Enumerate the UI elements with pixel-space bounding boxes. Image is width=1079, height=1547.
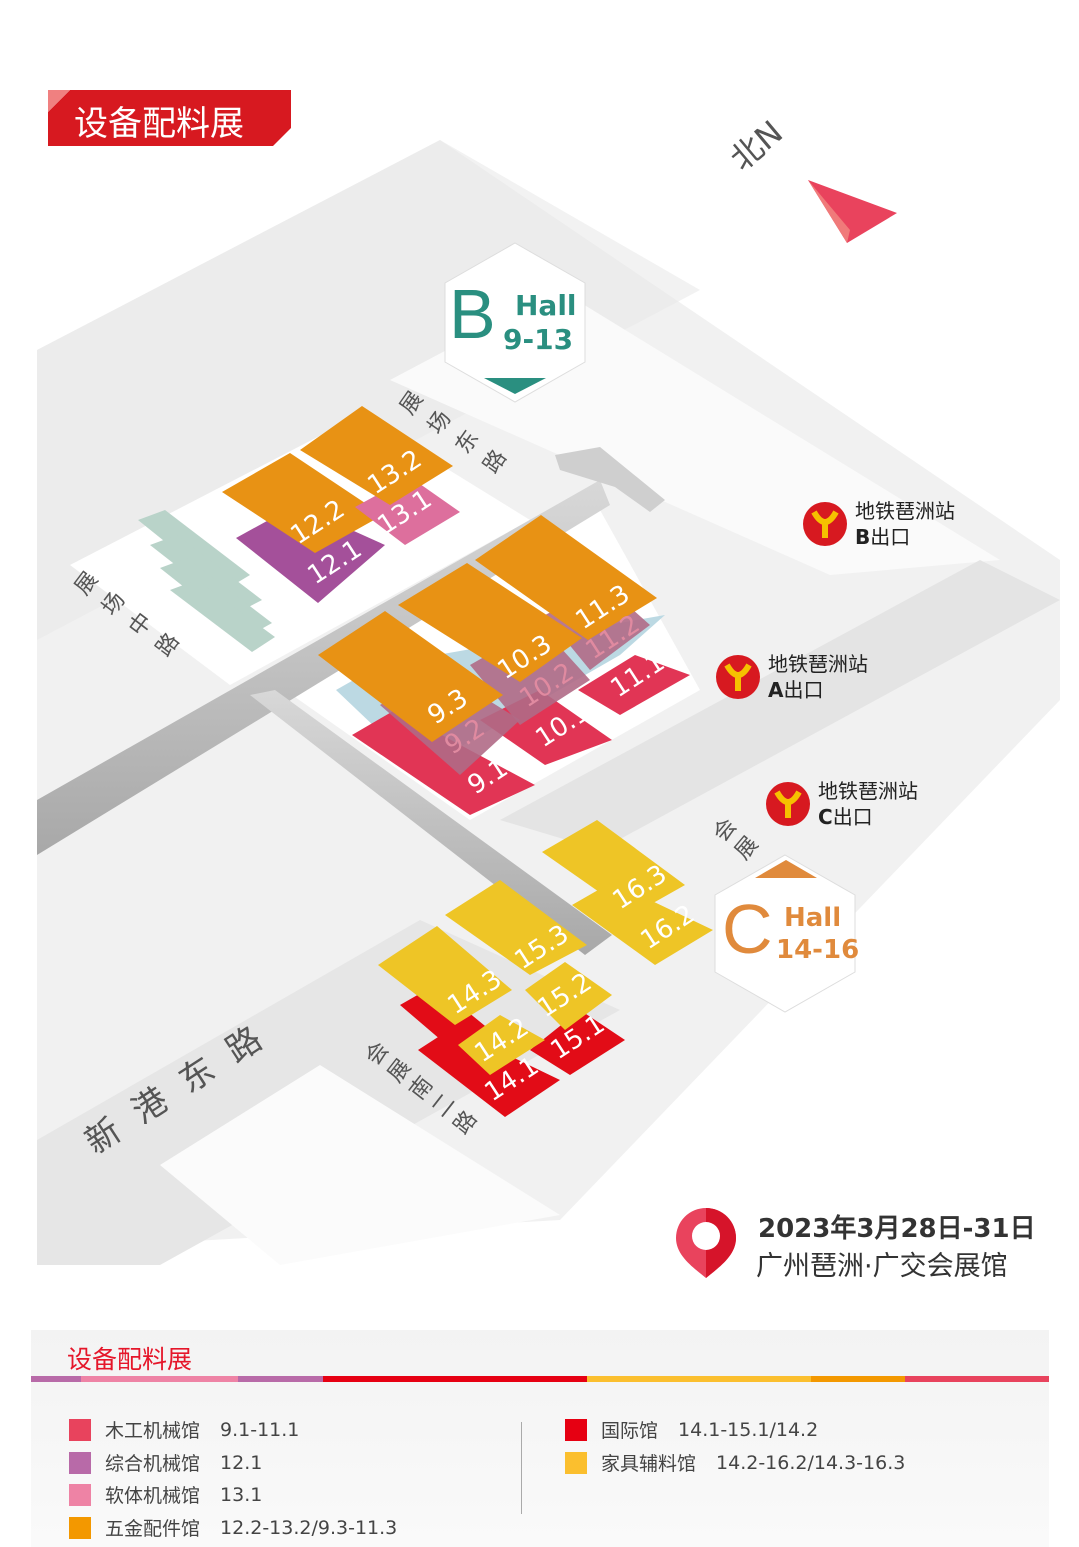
- header-title: 设备配料展: [74, 104, 244, 144]
- north-arrow-icon: [808, 180, 897, 243]
- north-arrow-shade: [808, 180, 850, 243]
- legend-range: 12.1: [220, 1451, 263, 1474]
- hall-15-2: [525, 962, 612, 1030]
- road-branch: [250, 690, 612, 955]
- legend-swatch: [69, 1483, 91, 1506]
- hall-b-range: 9-13: [503, 323, 574, 356]
- hall-b-letter: B: [449, 275, 496, 353]
- metro-exit-label: 出口: [870, 525, 911, 549]
- legend-color-bar: [31, 1376, 1049, 1382]
- hall-c-hexagon: [714, 854, 856, 1013]
- event-venue: 广州琶洲·广交会展馆: [756, 1251, 1008, 1282]
- legend-range: 14.2-16.2/14.3-16.3: [716, 1451, 906, 1474]
- legend-name: 五金配件馆: [105, 1518, 201, 1540]
- legend-divider: [521, 1422, 522, 1514]
- legend-swatch: [69, 1516, 91, 1539]
- hall-c-marker: [755, 860, 817, 878]
- legend-name: 木工机械馆: [105, 1420, 201, 1442]
- legend-swatch: [69, 1451, 91, 1474]
- hall-12-2: [222, 453, 383, 553]
- hall-15-3: [445, 880, 587, 975]
- legend-swatch: [565, 1451, 587, 1474]
- metro-icon: [803, 502, 847, 546]
- hall-16-2: [572, 882, 713, 965]
- hall-blocks: [222, 406, 713, 1117]
- legend-range: 14.1-15.1/14.2: [678, 1418, 819, 1441]
- legend-range: 9.1-11.1: [220, 1418, 300, 1441]
- hall-c-badge[interactable]: C Hall 14-16: [722, 890, 862, 985]
- legend-swatch: [565, 1418, 587, 1441]
- metro-icon: [766, 782, 810, 826]
- metro-station-name: 地铁琶洲站: [855, 499, 955, 523]
- hall-16-3: [542, 820, 685, 915]
- hall-14-red: [400, 985, 490, 1052]
- map-canvas: 12.2 12.1 13.2 13.1 9.3 9.2 9.1 10.3 10.…: [37, 113, 1060, 1278]
- legend-item: 五金配件馆 12.2-13.2/9.3-11.3: [69, 1514, 397, 1541]
- hall-11-3: [475, 515, 657, 640]
- hall-b-hexagon: [444, 242, 586, 403]
- metro-exit-letter: A: [768, 678, 784, 702]
- header-banner: 设备配料展: [48, 90, 291, 146]
- legend-item: 木工机械馆 9.1-11.1: [69, 1416, 299, 1443]
- hall-13-2: [300, 406, 453, 505]
- hall-c-letter: C: [722, 890, 773, 968]
- legend-name: 国际馆: [601, 1420, 659, 1442]
- legend-item: 家具辅料馆 14.2-16.2/14.3-16.3: [565, 1449, 905, 1476]
- hall-9-3: [318, 611, 503, 742]
- hall-15-1: [530, 1010, 625, 1075]
- hall-b-word: Hall: [515, 289, 577, 322]
- plaza-east: [500, 560, 1060, 850]
- hall-10-3: [398, 563, 582, 682]
- hall-9-1: [352, 710, 535, 815]
- hall-14-3: [378, 926, 512, 1025]
- legend-swatch: [69, 1418, 91, 1441]
- hall-b-badge[interactable]: B Hall 9-13: [449, 275, 583, 370]
- legend-item: 国际馆 14.1-15.1/14.2: [565, 1416, 818, 1443]
- metro-station-name: 地铁琶洲站: [818, 779, 918, 803]
- legend-name: 软体机械馆: [105, 1485, 201, 1507]
- legend-range: 12.2-13.2/9.3-11.3: [220, 1516, 398, 1539]
- location-pin-icon: [676, 1208, 736, 1278]
- road-arrow: [555, 447, 665, 512]
- street-bottom: [160, 1065, 560, 1265]
- hall-c-word: Hall: [784, 903, 842, 933]
- metro-exit-label: 出口: [783, 678, 824, 702]
- metro-exit-letter: C: [818, 805, 833, 829]
- legend-title: 设备配料展: [67, 1345, 193, 1374]
- compass-label: 北N: [723, 113, 790, 178]
- legend-range: 13.1: [220, 1483, 263, 1506]
- metro-exit-letter: B: [855, 525, 871, 549]
- metro-station-name: 地铁琶洲站: [768, 652, 868, 676]
- green-strips: [138, 510, 275, 652]
- hall-b-marker: [484, 378, 546, 394]
- event-date: 2023年3月28日-31日: [758, 1214, 1036, 1244]
- hall-14-2: [458, 1015, 545, 1075]
- metro-icon: [716, 655, 760, 699]
- legend-item: 综合机械馆 12.1: [69, 1449, 262, 1476]
- hall-c-range: 14-16: [776, 935, 860, 965]
- hall-11-1: [578, 655, 690, 715]
- metro-exit-label: 出口: [832, 805, 873, 829]
- legend-item: 软体机械馆 13.1: [69, 1481, 262, 1508]
- legend-name: 家具辅料馆: [601, 1453, 697, 1475]
- legend-name: 综合机械馆: [105, 1453, 201, 1475]
